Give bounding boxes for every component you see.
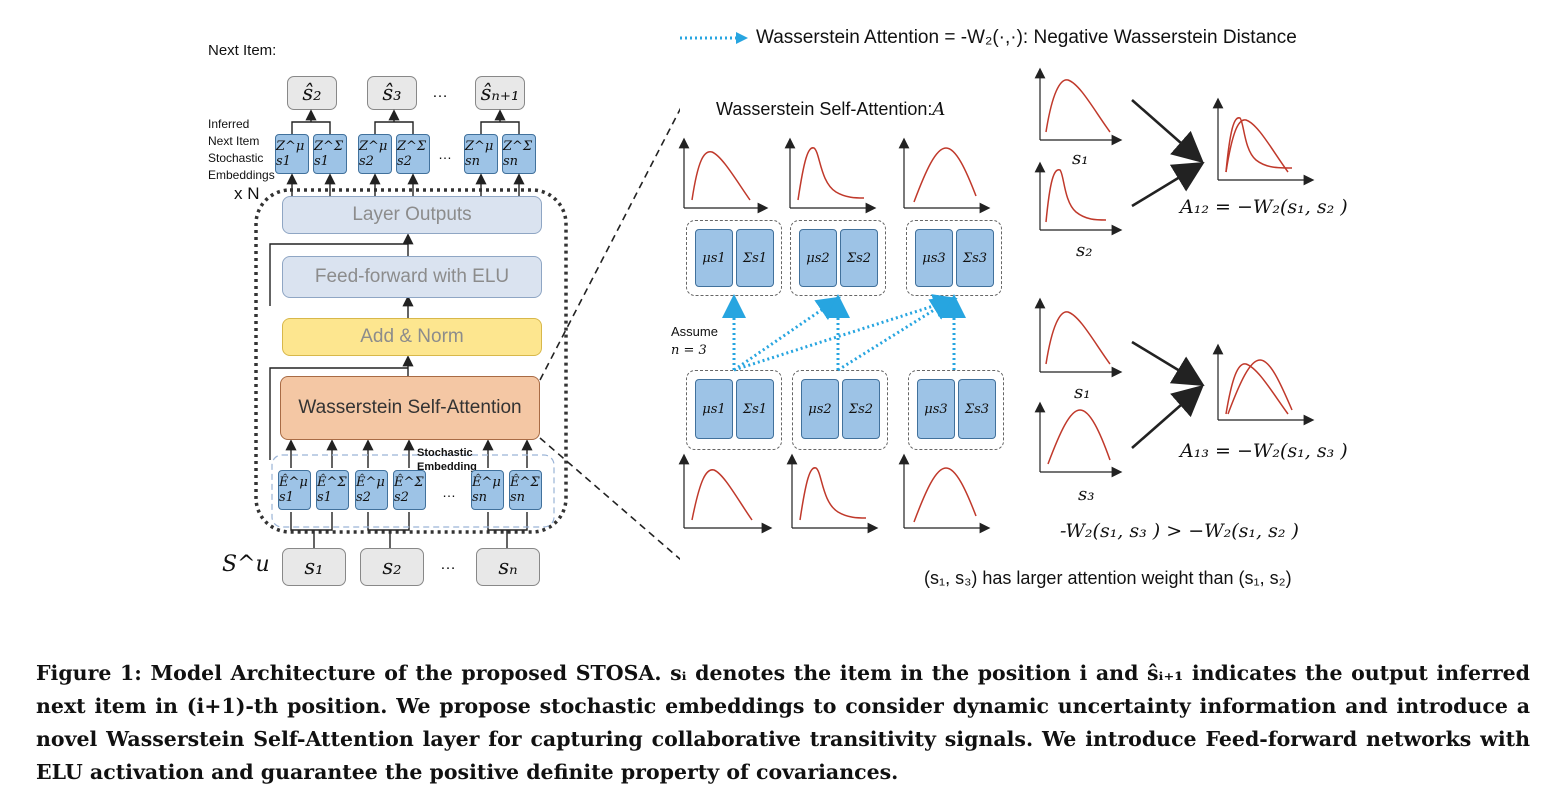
output-item-n1: ŝₙ₊₁ xyxy=(475,76,525,110)
wasserstein-self-attention-layer: Wasserstein Self-Attention xyxy=(280,376,540,440)
top-sigma-s3: Σs3 xyxy=(956,229,994,287)
top-mu-s3: μs3 xyxy=(915,229,953,287)
formula-a12: A₁₂ = −W₂(s₁, s₂ ) xyxy=(1180,196,1348,218)
right-graphics xyxy=(1034,67,1315,478)
z-mu-s2: Z^μ s2 xyxy=(358,134,392,174)
right-label-s1-top: s₁ xyxy=(1072,148,1089,169)
right-label-s3: s₃ xyxy=(1078,484,1095,505)
input-item-2: s₂ xyxy=(360,548,424,586)
inequality: -W₂(s₁, s₃ ) > −W₂(s₁, s₂ ) xyxy=(1060,520,1299,542)
figure-caption: Figure 1: Model Architecture of the prop… xyxy=(36,661,1530,784)
top-mu-s1: μs1 xyxy=(695,229,733,287)
z-sigma-sn: Z^Σ sn xyxy=(502,134,536,174)
e-sigma-s1: Ê^Σ s1 xyxy=(316,470,349,510)
next-item-label: Next Item: xyxy=(208,42,277,59)
z-ellipsis: … xyxy=(438,146,452,162)
bottom-pair-frame-3 xyxy=(908,370,1004,450)
input-item-n: sₙ xyxy=(476,548,540,586)
bottom-mu-s2: μs2 xyxy=(801,379,839,439)
add-norm: Add & Norm xyxy=(282,318,542,356)
bottom-sigma-s2: Σs2 xyxy=(842,379,880,439)
input-ellipsis: … xyxy=(440,556,456,573)
output-ellipsis: … xyxy=(432,84,448,101)
layer-outputs: Layer Outputs xyxy=(282,196,542,234)
formula-a13: A₁₃ = −W₂(s₁, s₃ ) xyxy=(1180,440,1348,462)
z-mu-s1: Z^μ s1 xyxy=(275,134,309,174)
inferred-embeddings-label: Inferred Next Item Stochastic Embeddings xyxy=(208,117,275,182)
e-mu-s1: Ê^μ s1 xyxy=(278,470,311,510)
sequence-label: S^u xyxy=(222,552,270,577)
z-mu-sn: Z^μ sn xyxy=(464,134,498,174)
e-mu-s2: Ê^μ s2 xyxy=(355,470,388,510)
top-mu-s2: μs2 xyxy=(799,229,837,287)
conclusion: (s₁, s₃) has larger attention weight tha… xyxy=(924,568,1292,588)
bottom-mu-s3: μs3 xyxy=(917,379,955,439)
middle-graphics xyxy=(678,137,991,534)
architecture-connectors xyxy=(254,0,680,561)
bottom-mu-s1: μs1 xyxy=(695,379,733,439)
bottom-pair-frame-1 xyxy=(686,370,782,450)
bottom-sigma-s1: Σs1 xyxy=(736,379,774,439)
feed-forward-elu: Feed-forward with ELU xyxy=(282,256,542,298)
right-label-s1-bottom: s₁ xyxy=(1074,382,1091,403)
wsa-title: Wasserstein Self-Attention:A xyxy=(716,99,946,120)
right-label-s2: s₂ xyxy=(1076,240,1093,261)
e-sigma-sn: Ê^Σ sn xyxy=(509,470,542,510)
bottom-sigma-s3: Σs3 xyxy=(958,379,996,439)
e-ellipsis: … xyxy=(442,484,456,500)
legend-text: Wasserstein Attention = -W₂(·,·): Negati… xyxy=(756,27,1297,48)
assume-label: Assume n = 3 xyxy=(671,324,718,358)
stochastic-embedding-label: Stochastic Embedding xyxy=(417,447,477,473)
e-sigma-s2: Ê^Σ s2 xyxy=(393,470,426,510)
legend-dotted-arrow xyxy=(680,32,748,44)
repeat-label: x N xyxy=(234,184,260,203)
top-sigma-s2: Σs2 xyxy=(840,229,878,287)
output-item-3: ŝ₃ xyxy=(367,76,417,110)
top-sigma-s1: Σs1 xyxy=(736,229,774,287)
e-mu-sn: Ê^μ sn xyxy=(471,470,504,510)
input-item-1: s₁ xyxy=(282,548,346,586)
